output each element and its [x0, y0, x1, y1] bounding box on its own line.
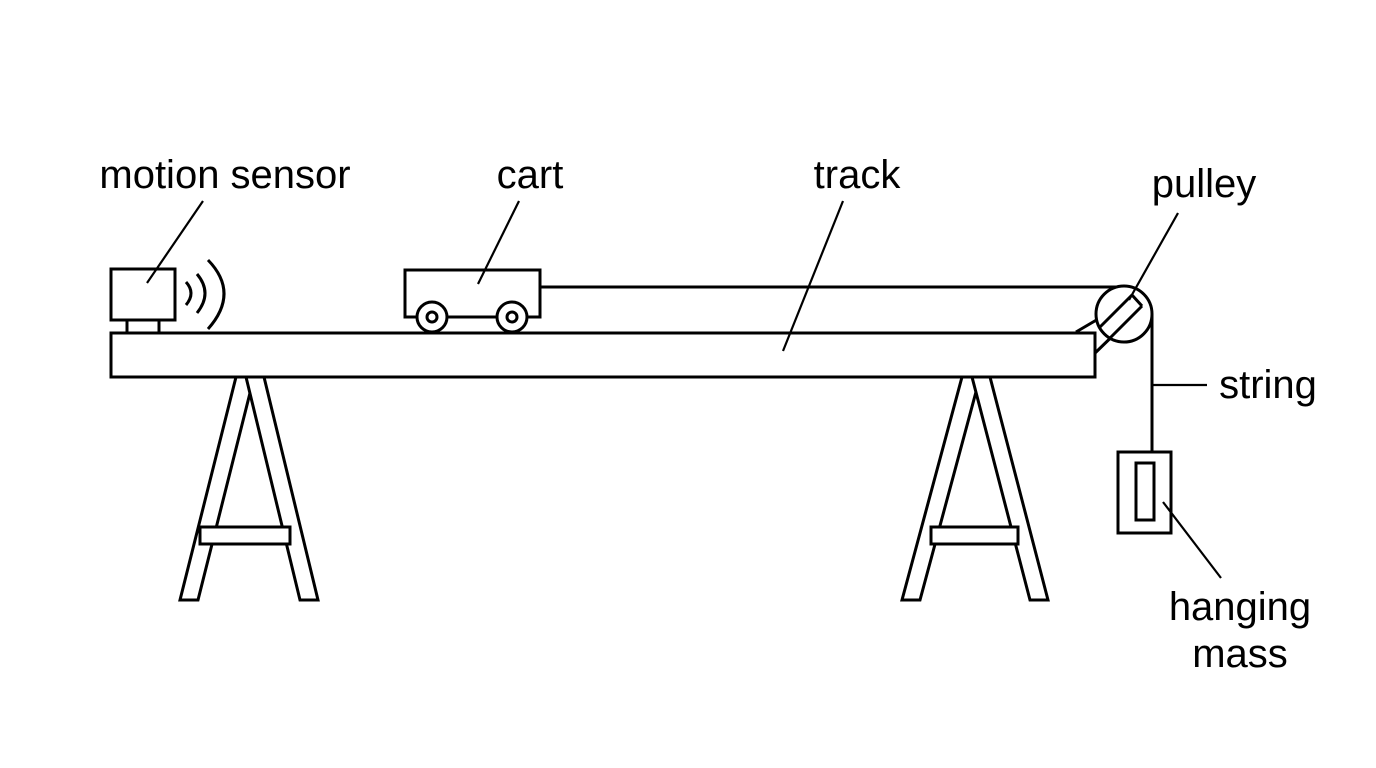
label-hanging-mass-line1: hanging — [1169, 585, 1311, 629]
right-sawhorse — [900, 375, 1050, 602]
track-body — [109, 331, 1097, 379]
leader-pulley — [1128, 212, 1179, 301]
leader-track — [781, 200, 845, 352]
left-sawhorse — [178, 375, 320, 602]
label-motion-sensor: motion sensor — [99, 153, 350, 197]
motion-sensor — [109, 258, 226, 335]
label-hanging-mass-line2: mass — [1192, 632, 1288, 676]
label-string: string — [1219, 363, 1317, 407]
pulley-wheel — [1094, 284, 1154, 344]
leader-lines — [146, 200, 1222, 579]
leader-cart — [477, 200, 520, 285]
leader-motion-sensor — [146, 200, 204, 284]
leader-hanging-mass — [1162, 501, 1222, 579]
label-cart: cart — [497, 153, 564, 197]
label-pulley: pulley — [1152, 162, 1257, 206]
label-track: track — [814, 153, 902, 197]
hanging-mass — [1116, 450, 1173, 535]
cart — [403, 268, 542, 334]
string-line — [540, 285, 1154, 452]
